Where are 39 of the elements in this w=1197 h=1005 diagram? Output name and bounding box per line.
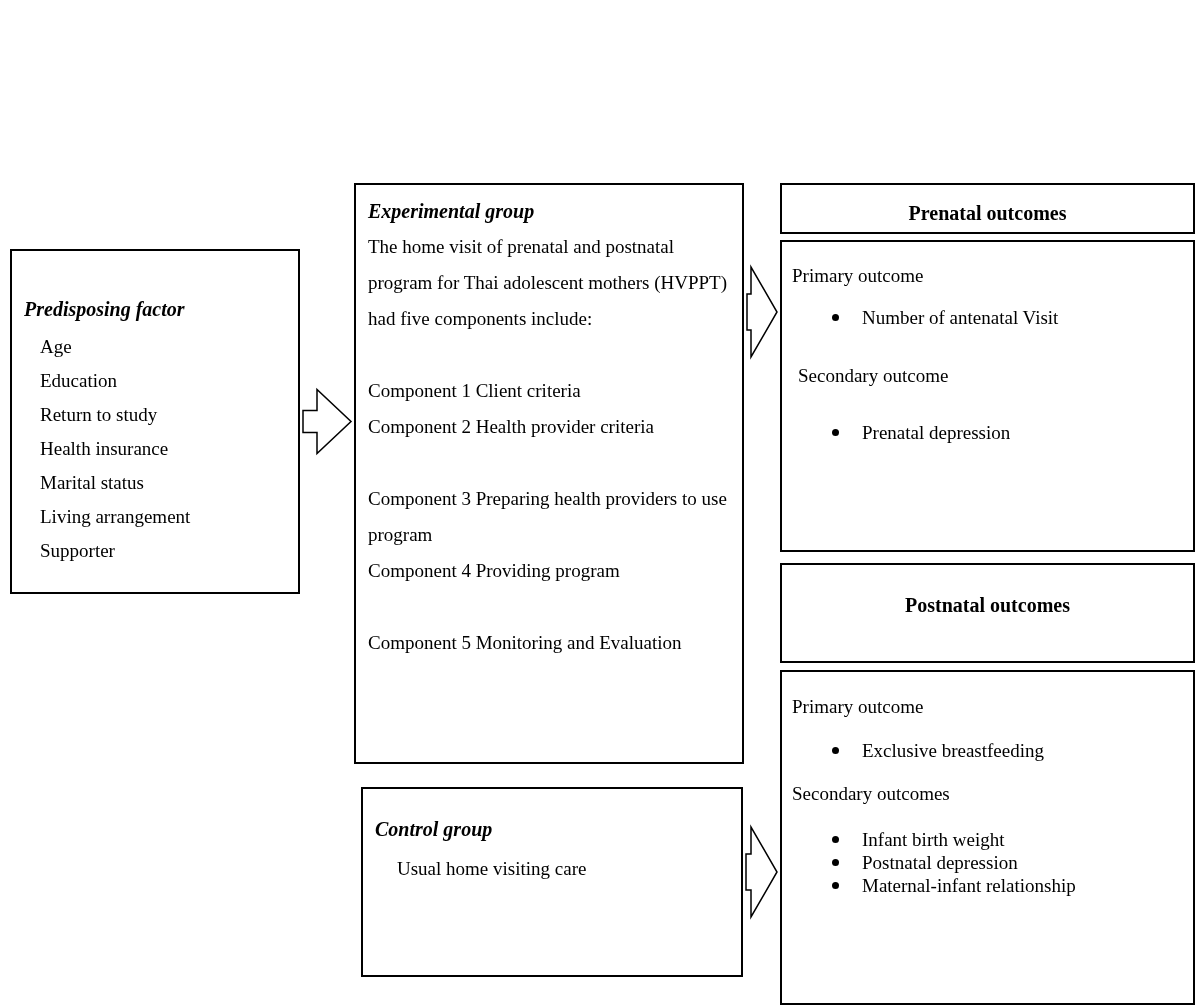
group-heading: Predisposing factor — [24, 298, 185, 320]
bullet-item: Prenatal depression — [862, 422, 1011, 443]
group-heading: Experimental group — [368, 200, 535, 222]
body-text: Primary outcome — [792, 696, 924, 717]
block-arrow — [746, 264, 778, 360]
body-text: Usual home visiting care — [397, 858, 587, 879]
body-text: Component 5 Monitoring and Evaluation — [368, 632, 682, 653]
body-text: Secondary outcomes — [792, 783, 950, 804]
body-text: Component 3 Preparing health providers to use program — [368, 488, 727, 545]
body-text: Living arrangement — [40, 506, 191, 527]
text-box — [354, 183, 744, 764]
body-text: Health insurance — [40, 438, 169, 459]
body-text: Supporter — [40, 540, 115, 561]
body-text: Education — [40, 370, 118, 391]
body-text: Return to study — [40, 404, 158, 425]
bullet-item: Postnatal depression — [862, 852, 1018, 873]
body-text: The home visit of prenatal and postnatal program for Thai adolescent mothers (HVPPT) had five components include: — [368, 236, 727, 329]
body-text: Component 2 Health provider criteria — [368, 416, 654, 437]
bullet-item: Maternal-infant relationship — [862, 875, 1076, 896]
block-arrow — [745, 824, 778, 920]
outcome-heading: Postnatal outcomes — [905, 594, 1070, 616]
text-box — [361, 787, 743, 977]
body-text: Component 4 Providing program — [368, 560, 620, 581]
body-text: Component 1 Client criteria — [368, 380, 581, 401]
body-text: Age — [40, 336, 72, 357]
body-text: Primary outcome — [792, 265, 924, 286]
text-box — [780, 670, 1195, 1005]
text-box — [780, 183, 1195, 234]
text-box — [780, 563, 1195, 663]
text-box — [780, 240, 1195, 552]
bullet-item: Exclusive breastfeeding — [862, 740, 1044, 761]
text-box — [10, 249, 300, 594]
outcome-heading: Prenatal outcomes — [908, 202, 1067, 224]
block-arrow — [302, 387, 353, 456]
group-heading: Control group — [375, 818, 493, 840]
bullet-item: Number of antenatal Visit — [862, 307, 1059, 328]
body-text: Secondary outcome — [798, 365, 949, 386]
body-text: Marital status — [40, 472, 144, 493]
bullet-item: Infant birth weight — [862, 829, 1005, 850]
